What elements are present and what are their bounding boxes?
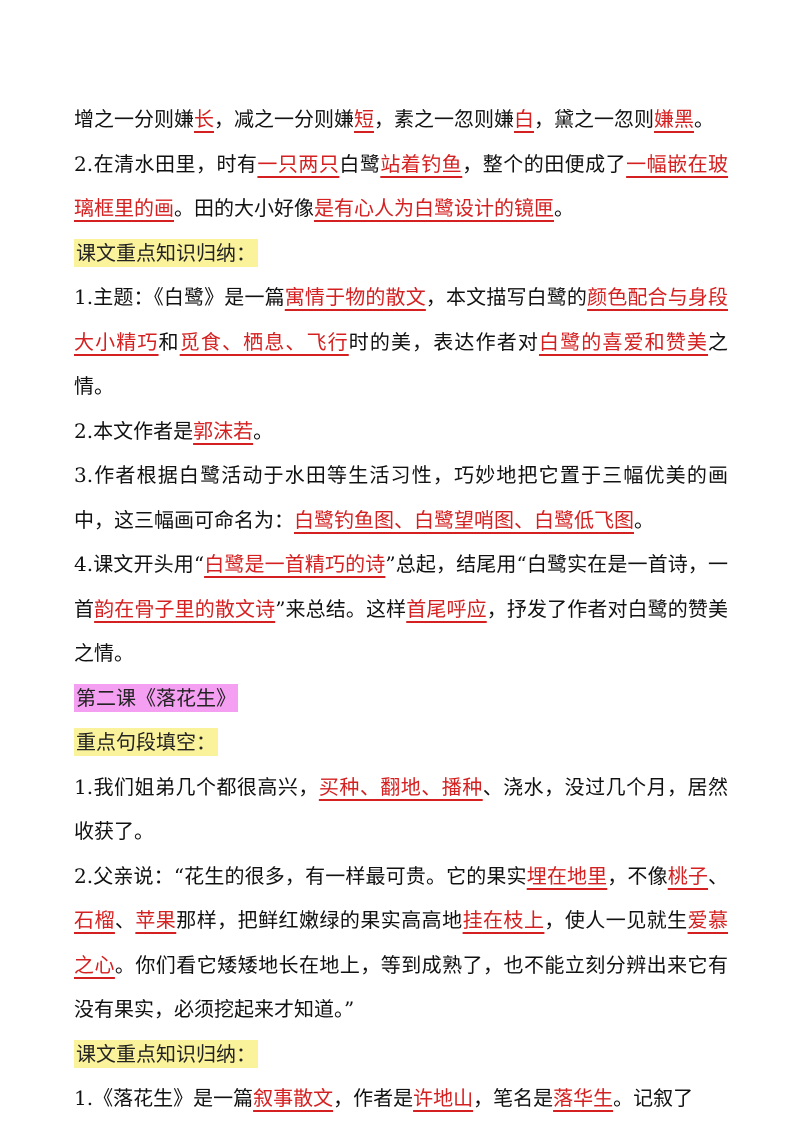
fill-in-answer: 一幅嵌在玻璃框里的画 <box>74 151 729 221</box>
fill-in-answer: 苹果 <box>135 908 177 932</box>
fill-in-answer: 短 <box>354 107 374 131</box>
paragraph: 2.本文作者是郭沫若。 <box>74 409 728 454</box>
paragraph-text: 。你们看它矮矮地长在地上，等到成熟了，也不能立刻分辨出来它有没有果实，必须挖起来… <box>74 952 729 1022</box>
paragraph: 1.我们姐弟几个都很高兴，买种、翻地、播种、浇水，没过几个月，居然收获了。 <box>74 765 728 854</box>
paragraph: 2.在清水田里，时有一只两只白鹭站着钓鱼，整个的田便成了一幅嵌在玻璃框里的画。田… <box>74 142 728 231</box>
paragraph-text: 3.作者根据白鹭活动于水田等生活习性，巧妙地把它置于三幅优美的画中，这三幅画可命… <box>74 463 728 532</box>
paragraph-text: 之情。 <box>74 329 729 399</box>
paragraph-text: 4.课文开头用“ <box>74 552 205 576</box>
fill-in-answer: 郭沫若 <box>193 418 254 443</box>
paragraph-text: 、 <box>114 908 136 932</box>
fill-in-answer: 挂在枝上 <box>462 908 545 932</box>
section-heading: 课文重点知识归纳： <box>74 231 728 276</box>
fill-in-answer: 白鹭钓鱼图、白鹭望哨图、白鹭低飞图 <box>294 507 634 532</box>
fill-in-answer: 买种、翻地、播种 <box>318 774 483 799</box>
paragraph: 2.父亲说：“花生的很多，有一样最可贵。它的果实埋在地里，不像桃子、石榴、苹果那… <box>74 854 728 1032</box>
fill-in-answer: 站着钓鱼 <box>380 151 463 176</box>
document-page: 增之一分则嫌长，减之一分则嫌短，素之一忽则嫌白，黛之一忽则嫌黑。2.在清水田里，… <box>74 97 728 1121</box>
fill-in-answer: 许地山 <box>413 1086 474 1110</box>
paragraph-text: 和 <box>158 329 180 354</box>
paragraph: 1.《落花生》是一篇叙事散文，作者是许地山，笔名是落华生。记叙了 <box>74 1076 728 1121</box>
paragraph-text: 2.在清水田里，时有 <box>74 151 258 176</box>
paragraph-text: 。 <box>634 507 654 532</box>
paragraph: 3.作者根据白鹭活动于水田等生活习性，巧妙地把它置于三幅优美的画中，这三幅画可命… <box>74 453 728 542</box>
fill-in-answer: 埋在地里 <box>526 863 608 888</box>
paragraph-text: 。 <box>554 196 574 220</box>
paragraph: 增之一分则嫌长，减之一分则嫌短，素之一忽则嫌白，黛之一忽则嫌黑。 <box>74 97 728 142</box>
paragraph-text: ，减之一分则嫌 <box>214 107 354 131</box>
paragraph-text: 1.《落花生》是一篇 <box>74 1086 254 1110</box>
fill-in-answer: 叙事散文 <box>253 1086 334 1110</box>
paragraph-text: ，笔名是 <box>473 1086 554 1110</box>
fill-in-answer: 桃子 <box>667 863 709 888</box>
paragraph-text: 。 <box>253 418 274 443</box>
paragraph-text: ，不像 <box>607 863 668 888</box>
fill-in-answer: 韵在骨子里的散文诗 <box>94 596 276 621</box>
paragraph-text: ，作者是 <box>333 1086 414 1110</box>
paragraph-text: 、浇水，没过几个月，居然收获了。 <box>74 774 729 844</box>
paragraph-text: 1.主题：《白鹭》是一篇 <box>74 285 285 309</box>
paragraph-text: 2.父亲说：“花生的很多，有一样最可贵。它的果实 <box>74 863 527 888</box>
fill-in-answer: 嫌黑 <box>654 107 694 131</box>
fill-in-answer: 一只两只 <box>257 151 340 176</box>
paragraph-text: ”来总结。这样 <box>275 596 407 621</box>
fill-in-answer: 石榴 <box>74 908 115 932</box>
fill-in-answer: 长 <box>194 107 214 131</box>
highlighted-heading-text: 第二课《落花生》 <box>74 683 238 712</box>
paragraph-text: ，本文描写白鹭的 <box>425 285 588 309</box>
paragraph-text: 。记叙了 <box>613 1086 694 1110</box>
paragraph-text: 2.本文作者是 <box>74 418 194 443</box>
paragraph-text: ，黛之一忽则 <box>534 107 654 131</box>
fill-in-answer: 是有心人为白鹭设计的镜匣 <box>314 196 554 220</box>
fill-in-answer: 白 <box>514 107 534 131</box>
paragraph-text: ，整个的田便成了 <box>462 151 627 176</box>
fill-in-answer: 颜色配合与身段大小精巧 <box>74 285 729 354</box>
lesson-title: 第二课《落花生》 <box>74 676 728 721</box>
paragraph: 4.课文开头用“白鹭是一首精巧的诗”总起，结尾用“白鹭实在是一首诗，一首韵在骨子… <box>74 542 728 676</box>
paragraph-text: 时的美，表达作者对 <box>348 329 539 354</box>
highlighted-heading-text: 课文重点知识归纳： <box>74 238 258 267</box>
paragraph-text: 那样，把鲜红嫩绿的果实高高地 <box>176 908 463 932</box>
section-heading: 重点句段填空： <box>74 720 728 765</box>
fill-in-answer: 觅食、栖息、飞行 <box>179 329 349 354</box>
fill-in-answer: 爱慕之心 <box>74 908 729 977</box>
paragraph: 1.主题：《白鹭》是一篇寓情于物的散文，本文描写白鹭的颜色配合与身段大小精巧和觅… <box>74 275 728 409</box>
paragraph-text: 。 <box>694 107 714 131</box>
paragraph-text: 白鹭 <box>339 151 381 176</box>
paragraph-text: ，使人一见就生 <box>544 908 688 932</box>
paragraph-text: ，抒发了作者对白鹭的赞美之情。 <box>74 596 729 666</box>
paragraph-text: 。田的大小好像 <box>174 196 314 220</box>
fill-in-answer: 白鹭的喜爱和赞美 <box>538 329 709 354</box>
fill-in-answer: 落华生 <box>553 1086 614 1110</box>
highlighted-heading-text: 课文重点知识归纳： <box>74 1039 258 1068</box>
paragraph-text: 、 <box>708 863 729 888</box>
section-heading: 课文重点知识归纳： <box>74 1032 728 1077</box>
paragraph-text: 1.我们姐弟几个都很高兴， <box>74 774 319 799</box>
highlighted-heading-text: 重点句段填空： <box>74 728 218 756</box>
paragraph-text: ，素之一忽则嫌 <box>374 107 514 131</box>
fill-in-answer: 白鹭是一首精巧的诗 <box>204 552 386 576</box>
paragraph-text: ”总起，结尾用“白鹭实在是一首诗，一首 <box>74 552 729 621</box>
fill-in-answer: 首尾呼应 <box>406 596 487 621</box>
paragraph-text: 增之一分则嫌 <box>74 107 194 131</box>
fill-in-answer: 寓情于物的散文 <box>284 285 426 309</box>
